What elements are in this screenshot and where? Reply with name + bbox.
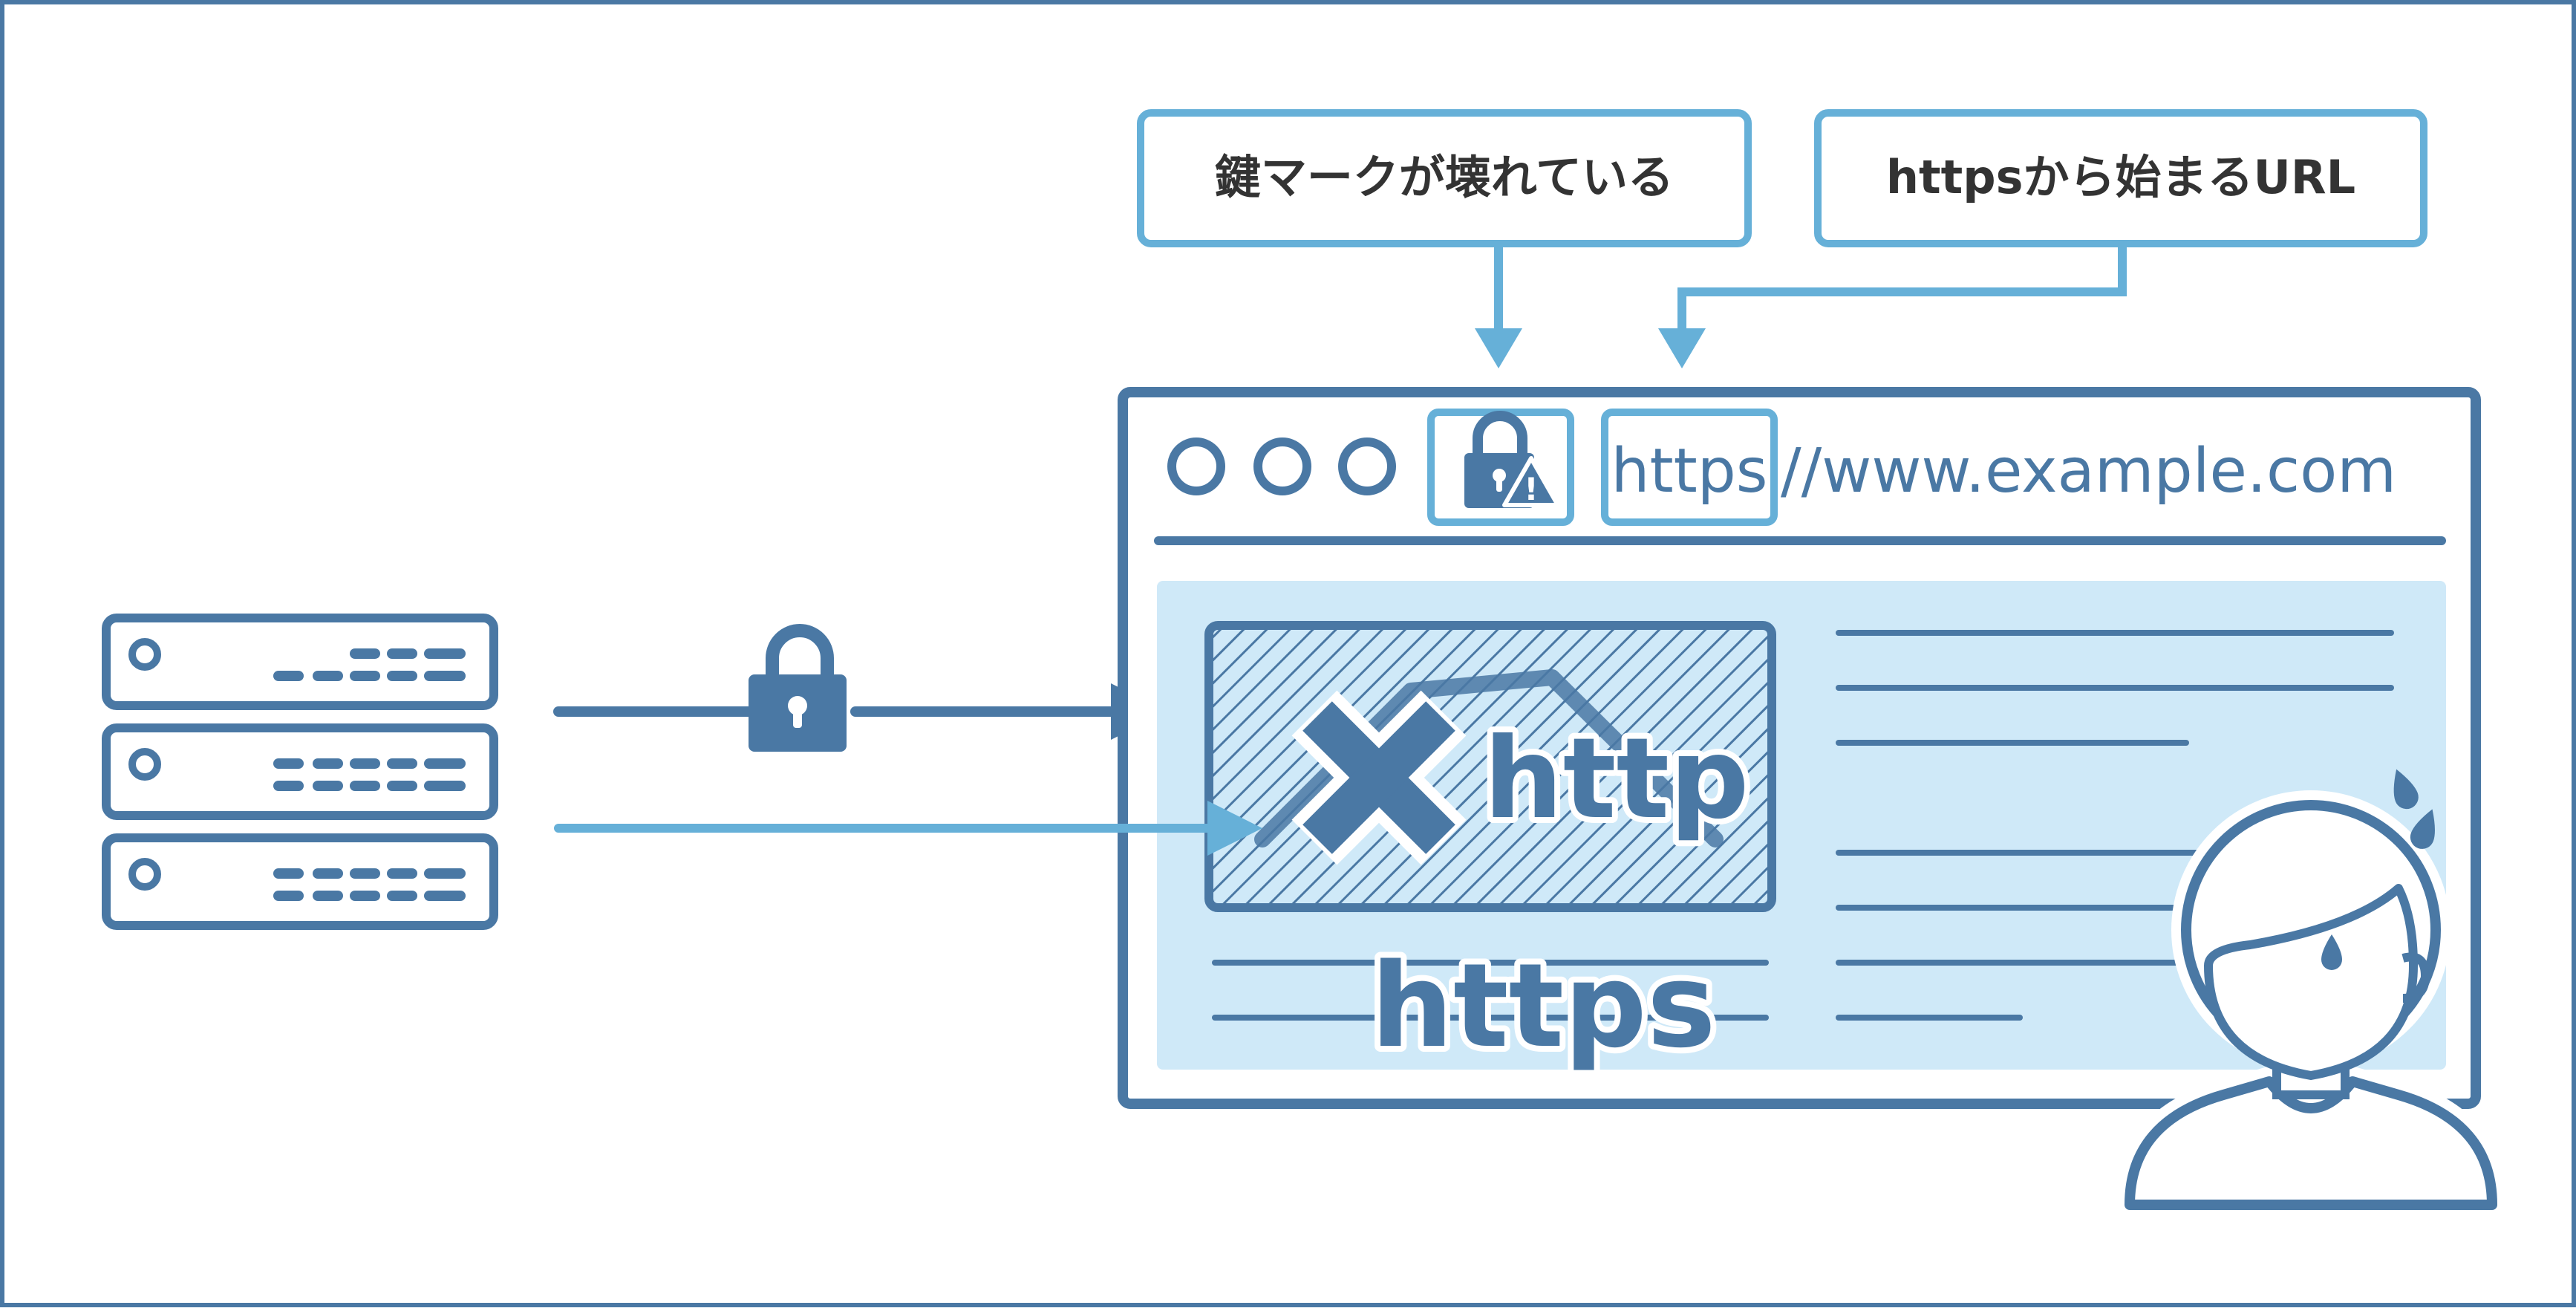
http-label: http: [1484, 715, 1750, 844]
server-stack-icon: [102, 614, 498, 930]
url-rest: //www.example.com: [1781, 436, 2396, 507]
lock-icon: [749, 624, 847, 752]
url-scheme-box: [1601, 409, 1778, 526]
https-label: https: [1371, 938, 1716, 1073]
window-control-dot[interactable]: [1253, 437, 1311, 495]
sweat-drop-icon: [2393, 769, 2435, 849]
svg-text:!: !: [1524, 471, 1538, 507]
window-control-dot[interactable]: [1338, 437, 1396, 495]
text-lines-left: [1212, 960, 1769, 1021]
x-mark-icon: [1291, 690, 1467, 865]
insecure-connection-arrow: [554, 801, 1262, 856]
browser-window: ! https //www.example.com: [1118, 387, 2481, 1109]
callout-lock-broken: 鍵マークが壊れている: [1137, 109, 1752, 247]
server-unit: [102, 833, 498, 930]
callout-arrow-lock: [1475, 244, 1522, 368]
callout-lock-broken-text: 鍵マークが壊れている: [1215, 150, 1674, 204]
worried-person-icon: [2115, 790, 2507, 1220]
server-unit: [102, 723, 498, 820]
window-control-dot[interactable]: [1167, 437, 1225, 495]
callout-arrow-url: [1658, 244, 2127, 368]
lock-warning-icon: !: [1427, 409, 1574, 526]
callout-https-url-text: httpsから始まるURL: [1886, 150, 2355, 204]
url-scheme: https: [1611, 436, 1767, 507]
callout-https-url: httpsから始まるURL: [1814, 109, 2427, 247]
server-unit: [102, 614, 498, 710]
